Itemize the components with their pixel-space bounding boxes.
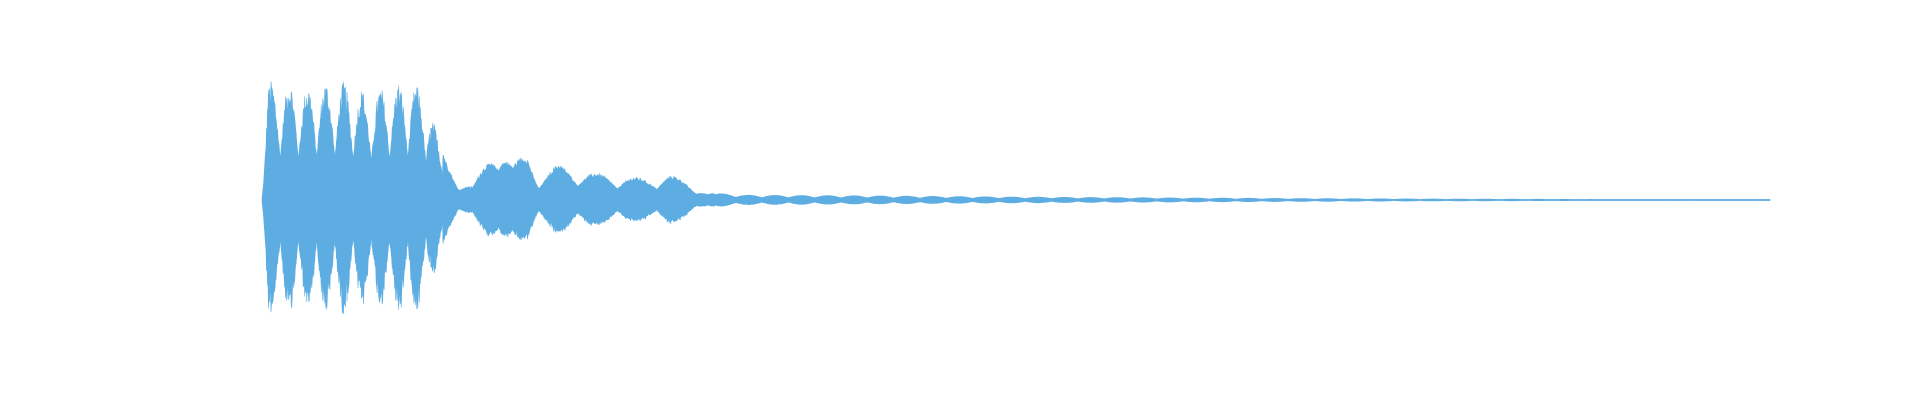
- waveform-shape: [261, 81, 1771, 315]
